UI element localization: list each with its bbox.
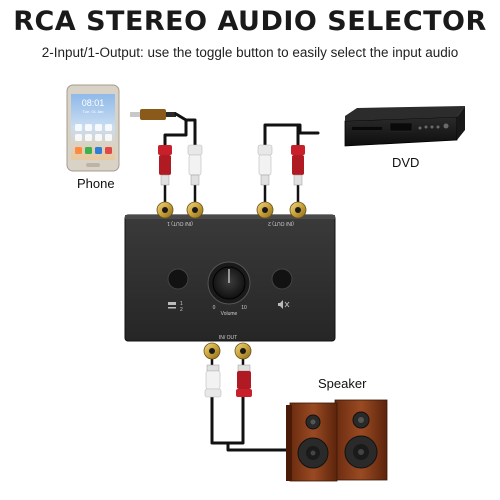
volume-min-label: 0	[213, 305, 216, 311]
output-jacks	[203, 342, 252, 360]
volume-label: Volume	[221, 311, 238, 317]
rca-plug-red-dvd	[291, 145, 305, 186]
switch-label-1: 1	[180, 301, 183, 307]
speaker-label: Speaker	[318, 376, 367, 391]
in-out-1-label: (IN/ OUT) 1	[167, 220, 193, 226]
dvd-label: DVD	[392, 155, 420, 170]
mute-button[interactable]	[271, 268, 293, 290]
dvd-player	[344, 106, 465, 147]
phone-label: Phone	[77, 176, 115, 191]
in-out-2-label: (IN/ OUT) 2	[268, 220, 294, 226]
phone-device: 08:01 Tue, 01 Jan	[66, 84, 120, 172]
phone-date: Tue, 01 Jan	[83, 109, 104, 114]
input-jack-1	[156, 201, 204, 219]
rca-plug-white-phone	[187, 144, 203, 186]
speakers	[286, 399, 388, 482]
phone-clock: 08:01	[82, 98, 105, 108]
input-jack-2	[256, 201, 307, 219]
rca-plug-red-speaker	[236, 364, 252, 397]
rca-plug-red-phone	[158, 145, 172, 186]
selector-box: (IN/ OUT) 1 (IN/ OUT) 2 1 2 0 10 Volume …	[124, 201, 336, 360]
aux-jack-plug	[130, 109, 176, 120]
rca-plug-white-dvd	[257, 144, 273, 186]
volume-max-label: 10	[241, 305, 247, 311]
input-select-button[interactable]	[167, 268, 189, 290]
switch-label-2: 2	[180, 307, 183, 313]
switch-indicator-icon	[168, 302, 176, 309]
page-title: RCA STEREO AUDIO SELECTOR	[13, 6, 487, 37]
rca-plug-white-speaker	[204, 364, 222, 398]
page-subtitle: 2-Input/1-Output: use the toggle button …	[41, 45, 459, 60]
mute-icon	[278, 300, 290, 309]
in-out-output-label: IN/ OUT	[219, 335, 237, 341]
